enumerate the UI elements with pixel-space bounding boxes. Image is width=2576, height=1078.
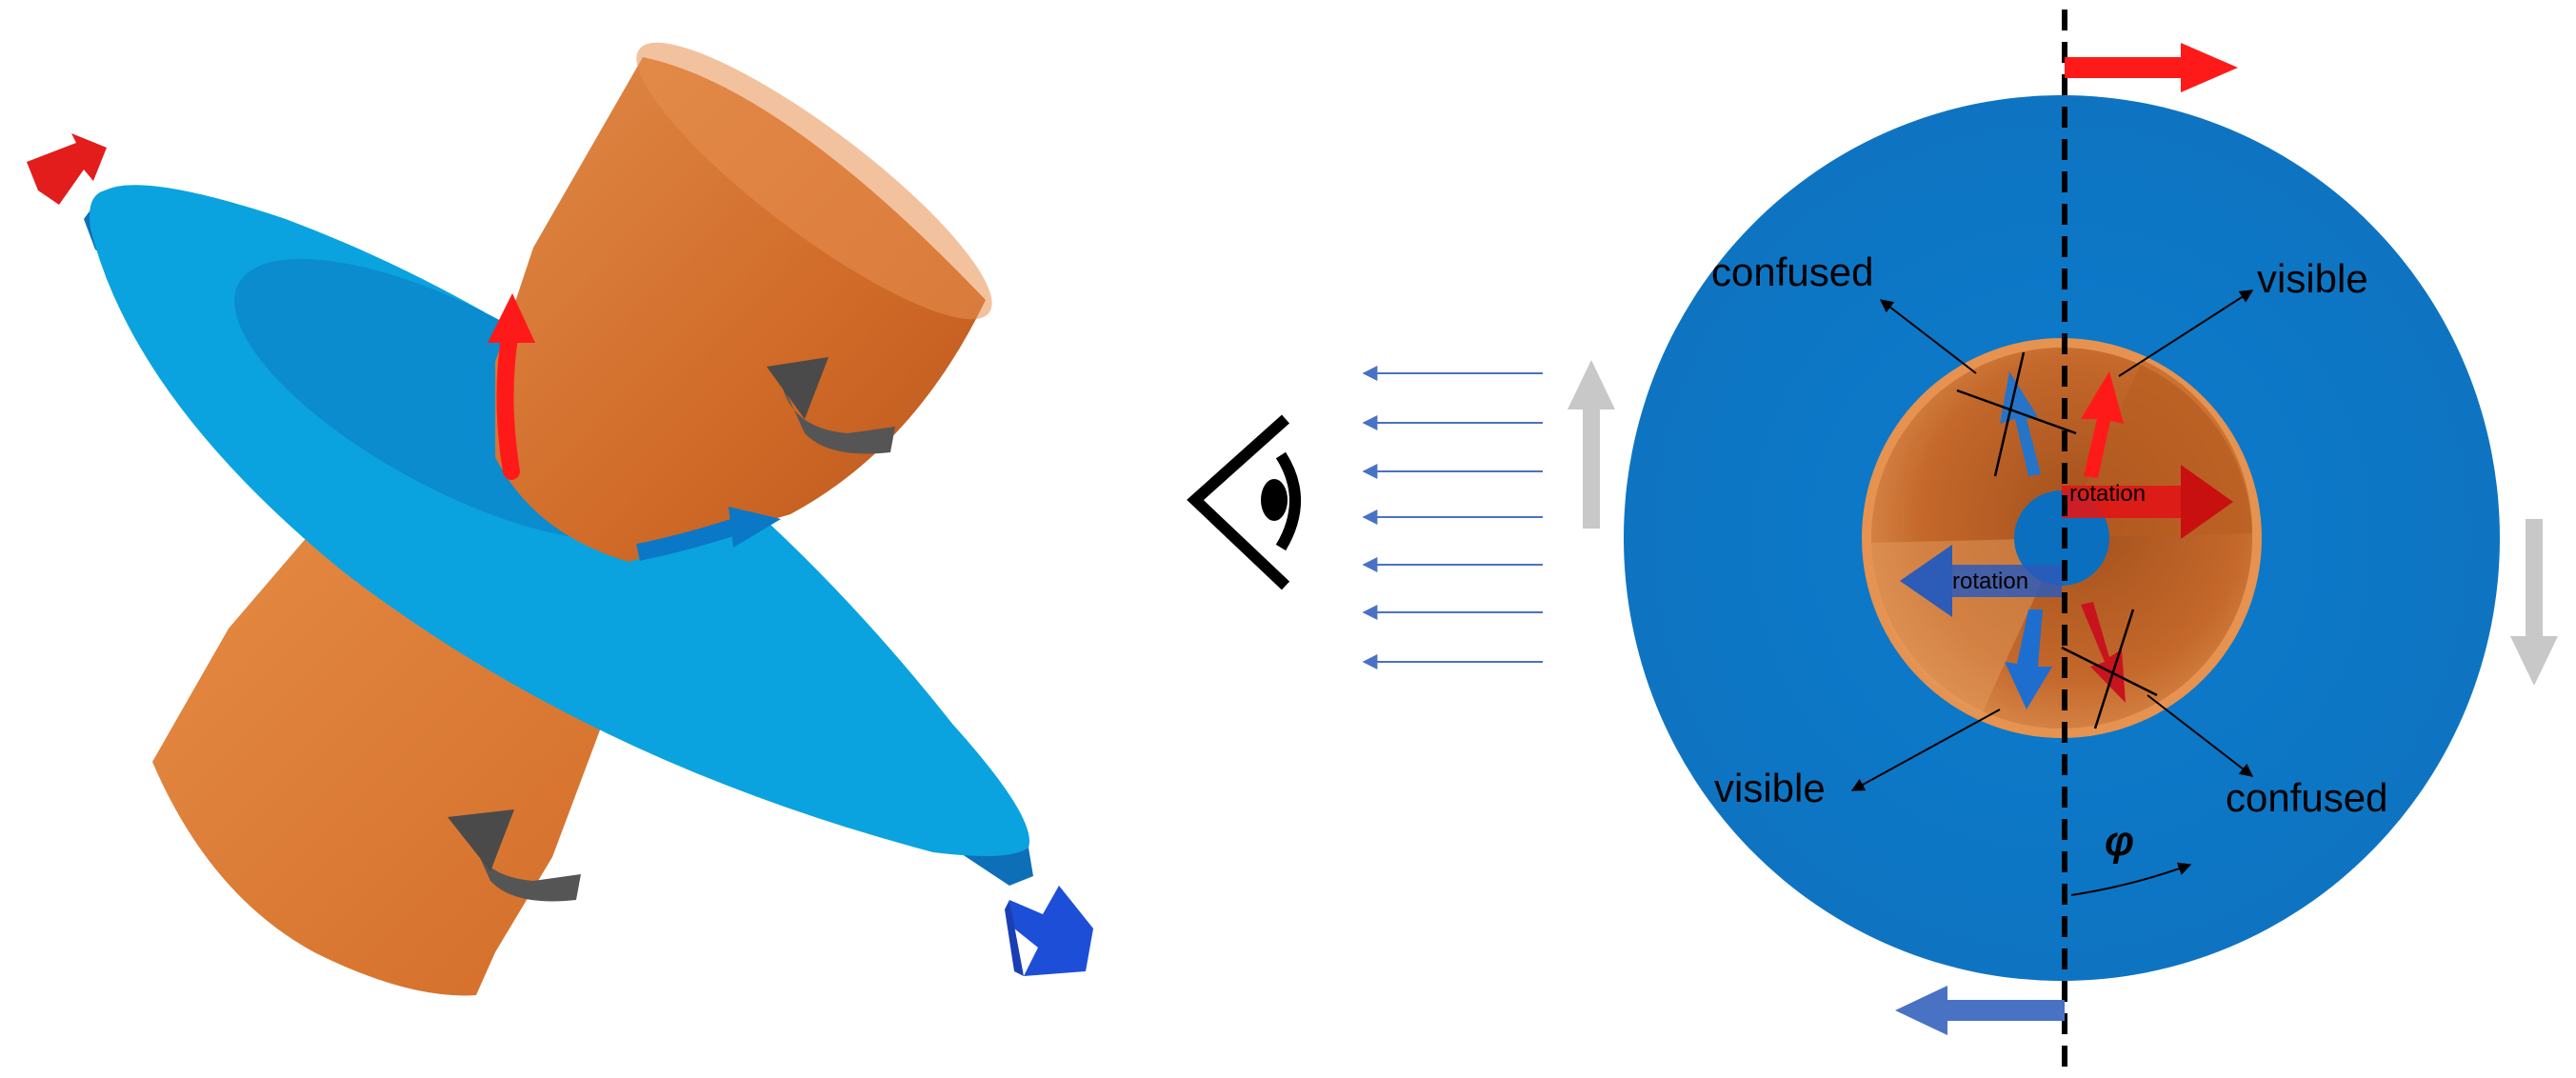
- sight-lines: [1362, 366, 1543, 669]
- label-visible-bottom: visible: [1714, 766, 1826, 810]
- red-arrow-icon: [2065, 43, 2238, 92]
- red-arrow-icon: [27, 133, 107, 205]
- strike-line: [2093, 609, 2135, 729]
- label-confused-bottom: confused: [2226, 775, 2387, 820]
- leader-line: [2147, 694, 2254, 777]
- leader-line: [2118, 289, 2254, 377]
- face-on-disk: rotation rotation: [1624, 95, 2500, 981]
- blue-rotation-arrow-head: [1900, 545, 1952, 617]
- phi-arc: [2070, 862, 2192, 896]
- label-visible-top: visible: [2257, 256, 2368, 301]
- eye-icon: [1187, 414, 1301, 590]
- strike-line: [2061, 646, 2158, 697]
- label-phi: φ: [2105, 818, 2134, 865]
- blue-rotation-arrow: [1947, 565, 2062, 597]
- blue-arrow-icon: [2005, 609, 2052, 709]
- curved-rotation-arrow-icon: [448, 809, 581, 902]
- strike-line: [1993, 351, 2026, 477]
- red-rotation-arrow-head: [2181, 465, 2233, 539]
- blue-rotation-arrow-head: [729, 507, 781, 548]
- blue-arrow-icon: [2000, 371, 2041, 476]
- label-confused-top: confused: [1711, 250, 1873, 294]
- red-arrow-icon: [496, 329, 520, 480]
- red-rotation-arrow: [2062, 486, 2186, 518]
- curved-rotation-arrow-icon: [767, 357, 895, 454]
- gray-arrow-icon: [1568, 360, 1615, 529]
- rotation-label-left: rotation: [1952, 569, 2028, 594]
- leader-line: [1850, 709, 2001, 791]
- strike-line: [1956, 389, 2077, 435]
- blue-rotation-arrow-icon: [636, 517, 741, 561]
- left-3d-model: [27, 42, 1093, 996]
- upper-cone-rim: [636, 42, 992, 320]
- blue-arrow-icon: [1895, 986, 2065, 1035]
- red-arrow-head: [488, 293, 535, 343]
- rotation-label-right: rotation: [2069, 481, 2146, 507]
- blue-arrow-icon: [1005, 886, 1093, 976]
- leader-line: [1879, 299, 1977, 374]
- red-arrow-icon: [2081, 602, 2126, 703]
- gray-arrow-icon: [2510, 519, 2558, 686]
- red-arrow-icon: [2081, 371, 2124, 478]
